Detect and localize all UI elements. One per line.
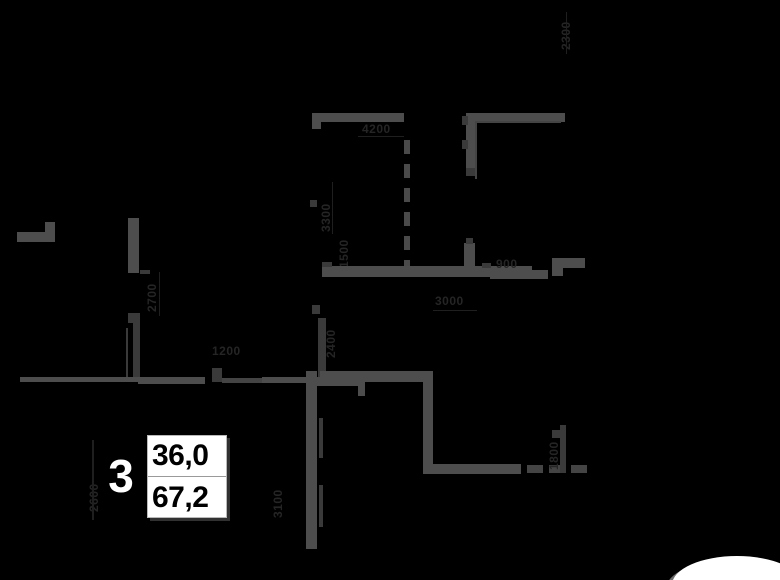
wall-upper-left-horizontal xyxy=(312,113,404,122)
tick-center-wall-mid xyxy=(482,263,491,268)
total-area-value: 67,2 xyxy=(152,480,209,514)
wall-bottom-room-top xyxy=(320,371,430,382)
wall-upper-right-inner-vertical xyxy=(475,121,477,179)
wall-long-horizontal-mid xyxy=(138,378,205,384)
dimension-left-vertical-upper: 3300 xyxy=(319,203,333,232)
tick-left-lower-left xyxy=(212,368,222,382)
wall-upper-right-notch-top xyxy=(462,116,468,125)
apartment-label-block: 3 36,0 67,2 xyxy=(95,435,235,520)
wall-long-horizontal-left xyxy=(20,377,205,382)
wall-left-vertical-lower-inner xyxy=(126,328,128,378)
wall-bottom-interior-line-upper xyxy=(319,418,323,458)
tick-left-vertical-upper xyxy=(310,200,317,207)
dimension-center-bottom-horizontal: 3000 xyxy=(435,294,464,308)
tick-center-wall-left xyxy=(322,262,332,267)
dimension-rule-mid-left-vertical xyxy=(159,272,160,316)
partition-dashed-vertical-center xyxy=(404,140,410,272)
wall-long-horizontal-right xyxy=(262,377,320,383)
dimension-rule-top-right xyxy=(566,12,567,54)
wall-center-vertical-riser xyxy=(464,243,475,273)
wall-bottom-shelf-horizontal xyxy=(317,382,365,386)
wall-upper-right-inner-horizontal xyxy=(475,121,561,123)
wall-right-lower-vertical xyxy=(560,425,566,473)
dimension-center-horizontal-upper: 1500 xyxy=(337,239,351,268)
wall-center-horizontal-main xyxy=(322,266,532,277)
dimension-far-right-vertical: 1800 xyxy=(547,441,561,470)
tick-right-lower xyxy=(552,430,561,438)
wall-bottom-room-bottom-dash-b xyxy=(549,465,565,473)
wall-upper-right-notch-mid xyxy=(462,140,468,149)
wall-upper-right-notch-bottom xyxy=(466,168,475,176)
dimension-rule-bottom-left xyxy=(92,440,94,520)
wall-upper-right-vertical xyxy=(466,113,475,175)
tick-mid-left-top xyxy=(140,270,150,274)
dimension-rule-center-bottom xyxy=(433,310,477,311)
wall-right-stub-vertical xyxy=(552,258,563,276)
wall-left-vertical-upper xyxy=(128,218,139,273)
dimension-left-lower-horizontal: 1200 xyxy=(212,344,241,358)
dimension-center-vertical-lower: 2400 xyxy=(324,329,338,358)
wall-far-left-stub-vertical xyxy=(45,222,55,242)
wall-left-vertical-lower xyxy=(133,318,140,378)
dimension-mid-right-small: 900 xyxy=(496,257,518,271)
wall-bottom-room-bottom-dash-c xyxy=(571,465,587,473)
wall-center-riser-cap xyxy=(466,238,473,244)
wall-bottom-shelf-vertical xyxy=(358,382,365,396)
wall-long-horizontal-dash xyxy=(222,378,270,383)
corner-ellipse xyxy=(672,556,780,580)
wall-upper-left-stub xyxy=(312,113,321,129)
dimension-mid-left-vertical: 2700 xyxy=(145,283,159,312)
wall-bottom-room-right-vertical xyxy=(423,371,433,474)
wall-far-left-stub-horizontal xyxy=(17,232,55,242)
dimension-rule-left-vertical-upper xyxy=(332,182,333,234)
wall-bottom-room-bottom-dash-a xyxy=(527,465,543,473)
dimension-right-vertical-lower: 3100 xyxy=(271,489,285,518)
room-count-label: 3 xyxy=(108,450,134,502)
area-table: 36,0 67,2 xyxy=(147,435,227,518)
dimension-rule-upper-left xyxy=(358,136,404,137)
wall-upper-right-horizontal xyxy=(466,113,565,122)
wall-bottom-center-vertical xyxy=(306,371,317,549)
wall-center-horizontal-right xyxy=(490,270,548,279)
wall-bottom-room-bottom xyxy=(423,464,521,474)
wall-bottom-interior-line-lower xyxy=(319,485,323,527)
wall-right-stub-horizontal xyxy=(552,258,585,268)
tick-mid-center-top xyxy=(312,305,320,314)
wall-mid-center-vertical xyxy=(318,318,326,380)
dimension-upper-left-horizontal: 4200 xyxy=(362,122,391,136)
living-area-value: 36,0 xyxy=(148,436,226,477)
